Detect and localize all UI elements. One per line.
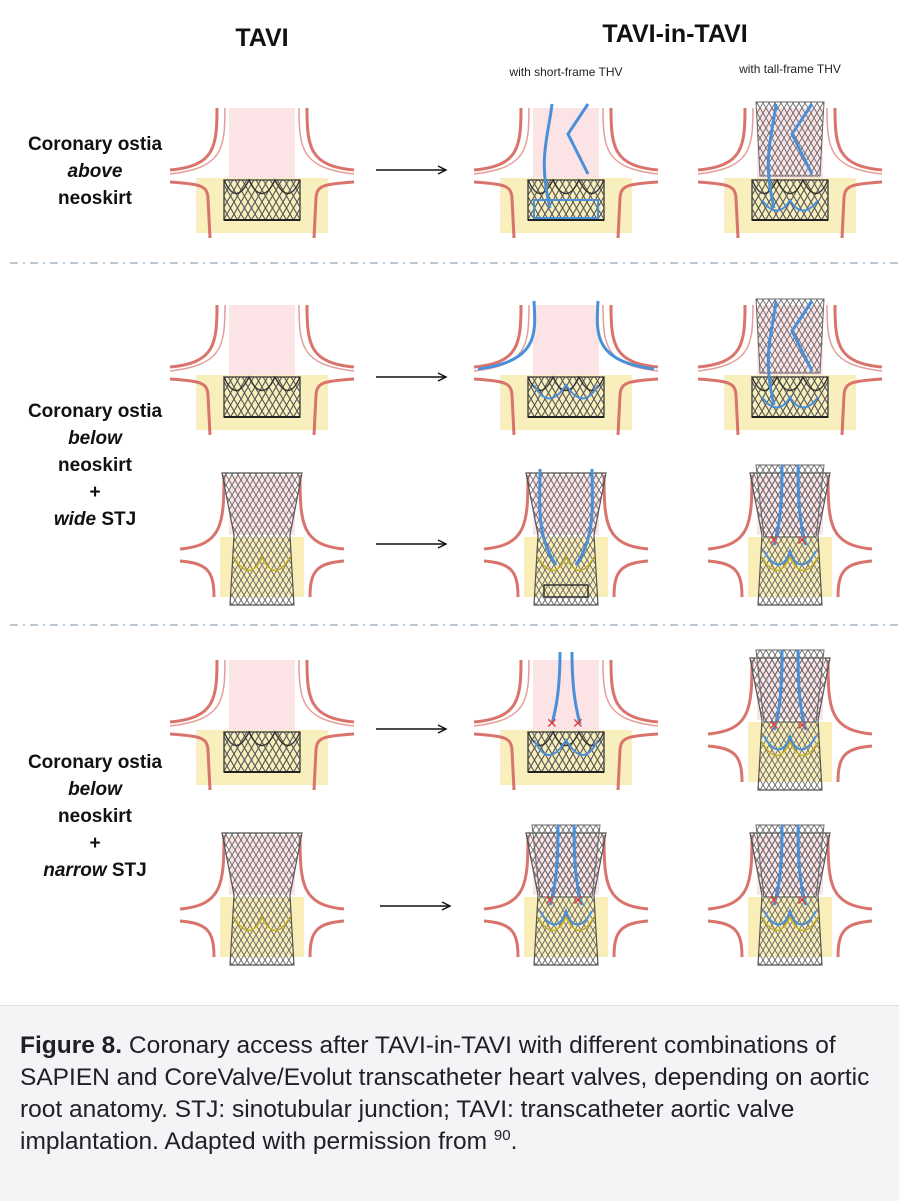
valve-tavi-row2a <box>168 303 356 437</box>
row-label-3-stj-adj: narrow <box>43 860 108 881</box>
row-label-3-line3: neoskirt <box>58 806 133 827</box>
valve-tall-frame-row1 <box>698 102 882 238</box>
valve-tall-frame-row3b <box>708 825 872 965</box>
valve-tavi-row2b <box>178 471 346 607</box>
valve-short-frame-row3b <box>484 825 648 965</box>
row-label-2: Coronary ostia below neoskirt + wide STJ <box>28 401 163 530</box>
valve-tavi-row3b <box>178 831 346 967</box>
row-label-2-line1: Coronary ostia <box>28 401 163 422</box>
row-label-3-line1: Coronary ostia <box>28 752 163 773</box>
row-label-3: Coronary ostia below neoskirt + narrow S… <box>28 752 163 881</box>
row-label-2-line3: neoskirt <box>58 455 133 476</box>
row-label-1: Coronary ostia above neoskirt <box>28 134 163 209</box>
valve-tavi-row3a <box>168 658 356 792</box>
row-label-1-line2: above <box>68 161 123 182</box>
row-label-1-line3: neoskirt <box>58 188 133 209</box>
valve-tall-frame-row2b <box>708 465 872 605</box>
row-label-3-stj-word: STJ <box>107 860 147 881</box>
row-label-3-plus: + <box>89 833 100 854</box>
valve-short-frame-row2b <box>484 469 648 605</box>
valve-short-frame-row2a <box>474 301 658 435</box>
row-label-2-stj-word: STJ <box>96 509 136 530</box>
diagram-figure: ✕ ✕ ✕ ✕ TAVI TAVI-in-TAVI with short-fr <box>10 20 899 967</box>
valve-tall-frame-row3a <box>708 650 872 790</box>
row-label-2-line2: below <box>68 428 123 449</box>
subheader-short-frame: with short-frame THV <box>508 65 622 79</box>
caption-text: Coronary access after TAVI-in-TAVI with … <box>20 1032 870 1155</box>
arrow-row3b <box>379 901 451 911</box>
row-label-1-line1: Coronary ostia <box>28 134 163 155</box>
valve-short-frame-row3a <box>474 652 658 790</box>
row-label-2-stj: wide STJ <box>54 509 136 530</box>
row-label-3-stj: narrow STJ <box>43 860 146 881</box>
row-label-2-stj-adj: wide <box>54 509 97 530</box>
arrow-row1 <box>375 165 447 175</box>
figure-label: Figure 8. <box>20 1032 123 1059</box>
header-tavi: TAVI <box>235 24 288 52</box>
figure-caption: Figure 8. Coronary access after TAVI-in-… <box>20 1030 882 1158</box>
row-label-2-plus: + <box>89 482 100 503</box>
valve-tall-frame-row2a <box>698 299 882 435</box>
caption-box <box>0 1005 899 1201</box>
arrow-row3a <box>375 724 447 734</box>
subheader-tall-frame: with tall-frame THV <box>738 62 841 76</box>
valve-tavi-row1 <box>168 106 356 240</box>
arrow-row2b <box>375 539 447 549</box>
valve-short-frame-row1 <box>474 104 658 238</box>
row-label-3-line2: below <box>68 779 123 800</box>
header-tavi-in-tavi: TAVI-in-TAVI <box>602 20 747 48</box>
arrow-row2a <box>375 372 447 382</box>
caption-reference[interactable]: 90 <box>493 1126 511 1144</box>
caption-end: . <box>510 1128 518 1155</box>
